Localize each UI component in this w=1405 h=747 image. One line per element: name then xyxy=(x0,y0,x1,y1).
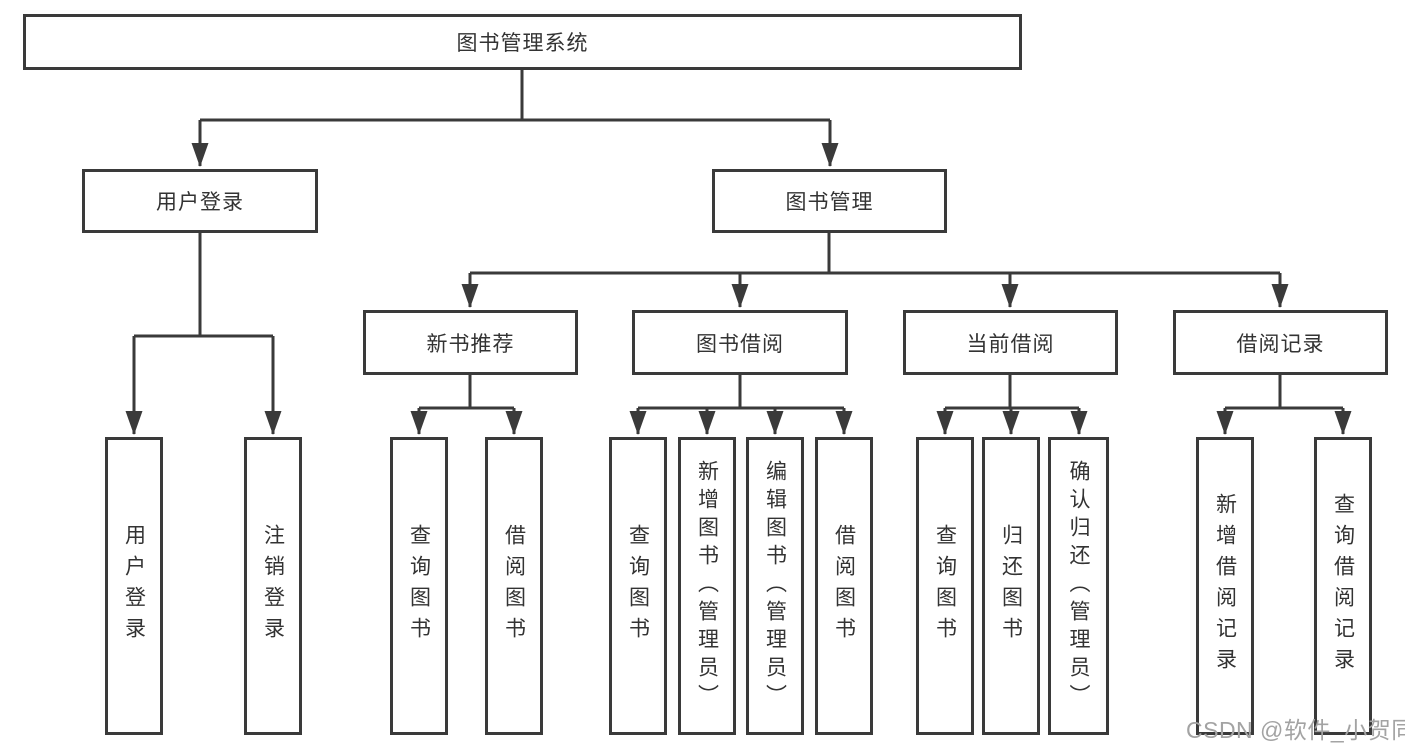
leaf-user-login-label: 用户登录 xyxy=(122,524,146,648)
node-book-management-label: 图书管理 xyxy=(785,191,874,214)
leaf-confirm-return-admin-label: 确认归还（管理员） xyxy=(1067,460,1090,712)
node-new-book-recommend-label: 新书推荐 xyxy=(426,332,515,356)
leaf-borrow-books-recommend: 借阅图书 xyxy=(485,437,543,735)
leaf-borrow-books-label: 借阅图书 xyxy=(832,524,856,648)
leaf-logout: 注销登录 xyxy=(244,437,302,735)
leaf-query-books-current: 查询图书 xyxy=(916,437,974,735)
leaf-query-books-recommend: 查询图书 xyxy=(390,437,448,735)
leaf-add-books-admin: 新增图书（管理员） xyxy=(678,437,736,735)
node-current-borrowing: 当前借阅 xyxy=(903,310,1118,375)
leaf-query-books-current-label: 查询图书 xyxy=(933,524,957,648)
node-root-system: 图书管理系统 xyxy=(23,14,1022,70)
node-user-login: 用户登录 xyxy=(82,169,318,233)
node-borrowing-records-label: 借阅记录 xyxy=(1236,332,1325,356)
leaf-query-books-recommend-label: 查询图书 xyxy=(407,524,431,648)
node-user-login-label: 用户登录 xyxy=(156,191,244,214)
leaf-confirm-return-admin: 确认归还（管理员） xyxy=(1048,437,1109,735)
leaf-query-borrow-record-label: 查询借阅记录 xyxy=(1331,493,1355,679)
node-book-borrowing-label: 图书借阅 xyxy=(696,332,784,356)
node-new-book-recommend: 新书推荐 xyxy=(363,310,578,375)
node-book-borrowing: 图书借阅 xyxy=(632,310,848,375)
leaf-query-borrow-record: 查询借阅记录 xyxy=(1314,437,1372,735)
node-current-borrowing-label: 当前借阅 xyxy=(966,332,1055,356)
leaf-borrow-books-recommend-label: 借阅图书 xyxy=(502,524,526,648)
leaf-return-books: 归还图书 xyxy=(982,437,1040,735)
leaf-borrow-books: 借阅图书 xyxy=(815,437,873,735)
leaf-query-books-borrow-label: 查询图书 xyxy=(626,524,650,648)
leaf-user-login: 用户登录 xyxy=(105,437,163,735)
csdn-watermark: CSDN @软件_小贺同学 xyxy=(1186,717,1405,743)
leaf-edit-books-admin: 编辑图书（管理员） xyxy=(746,437,804,735)
leaf-query-books-borrow: 查询图书 xyxy=(609,437,667,735)
leaf-add-borrow-record-label: 新增借阅记录 xyxy=(1213,493,1237,679)
leaf-add-borrow-record: 新增借阅记录 xyxy=(1196,437,1254,735)
leaf-return-books-label: 归还图书 xyxy=(999,524,1023,648)
node-book-management: 图书管理 xyxy=(712,169,947,233)
leaf-logout-label: 注销登录 xyxy=(261,524,285,648)
leaf-add-books-admin-label: 新增图书（管理员） xyxy=(695,460,719,712)
leaf-edit-books-admin-label: 编辑图书（管理员） xyxy=(763,460,787,712)
node-root-label: 图书管理系统 xyxy=(456,32,589,55)
node-borrowing-records: 借阅记录 xyxy=(1173,310,1388,375)
